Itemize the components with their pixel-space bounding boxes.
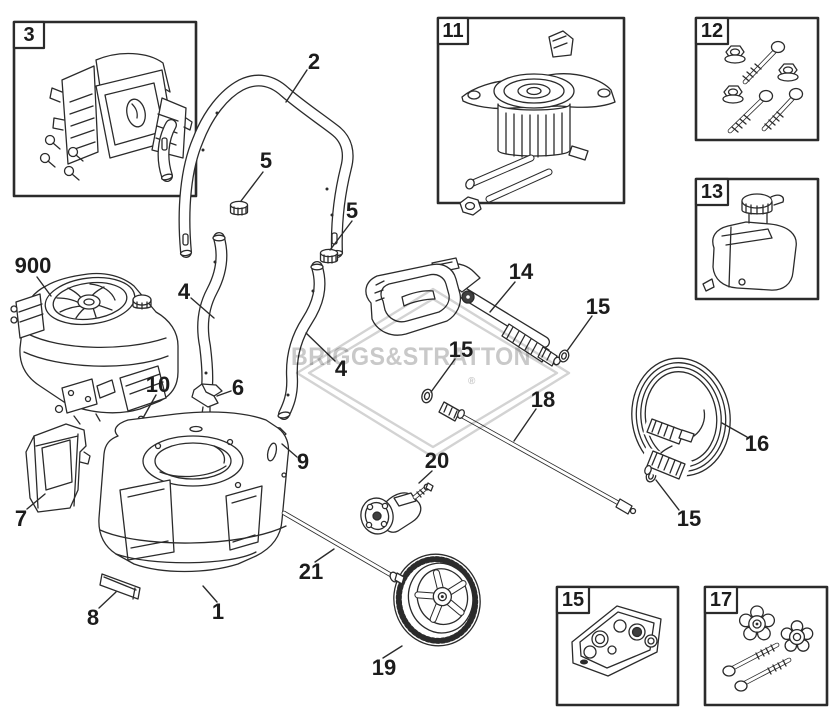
brand-watermark: BRIGGS&STRATTON [291,343,531,371]
tube-left-art [197,232,228,393]
callout-clip: 10 [145,372,171,397]
callout-oring-hose: 15 [676,506,702,531]
callout-spray-gun: 14 [508,259,534,284]
callout-foot-pad: 8 [86,605,100,630]
callout-bracket-rear: 9 [296,449,310,474]
inset-label-nozzle-kit: 15 [561,589,585,611]
callout-hose: 16 [744,431,770,456]
callout-injector-valve: 20 [424,448,450,473]
foot-pad-art [99,573,141,600]
callout-handle: 2 [307,49,321,74]
callout-cap-right: 5 [345,198,359,223]
inset-bolt-kit-frame [694,16,820,142]
hose-art [631,357,731,484]
oring-wand-art [421,388,433,404]
cap-right-art [319,248,339,264]
tube-right-art [277,261,326,420]
callout-axle: 21 [298,559,324,584]
callout-base: 1 [211,599,225,624]
callout-oring-wand: 15 [448,337,474,362]
callout-tube-right: 4 [334,356,348,381]
bolt-kit-art [722,40,804,134]
registered-mark: ® [468,376,476,387]
cap-left-art [229,200,249,216]
heat-shield-art [39,52,193,181]
callout-oring-gun: 15 [585,294,611,319]
inset-label-tank: 13 [700,181,724,203]
engine-art [10,272,179,425]
panel-art [25,423,91,513]
injector-valve-art [360,482,434,535]
inset-label-pump: 11 [442,20,464,42]
oring-gun-art [558,349,570,363]
callout-engine: 900 [14,253,52,278]
wand-art [438,401,637,515]
pump-art [459,30,616,216]
callout-wheel: 19 [371,655,397,680]
callout-tube-left: 4 [177,279,191,304]
handle-art [157,74,354,258]
nozzle-kit-art [571,605,662,677]
axle-art [281,510,405,585]
base-art [98,411,290,573]
wheel-art [393,553,481,647]
callout-bracket-front: 6 [231,375,245,400]
knob-kit-art [722,605,814,692]
inset-label-bolt-kit: 12 [700,20,724,42]
inset-label-heat-shield: 3 [23,24,35,46]
callout-wand: 18 [530,387,556,412]
tank-art [702,193,797,292]
callout-cap-left: 5 [259,148,273,173]
inset-label-knob-kit: 17 [709,589,733,611]
leader-lines [26,69,748,659]
watermark-diamond [295,287,571,459]
callout-panel: 7 [14,506,28,531]
